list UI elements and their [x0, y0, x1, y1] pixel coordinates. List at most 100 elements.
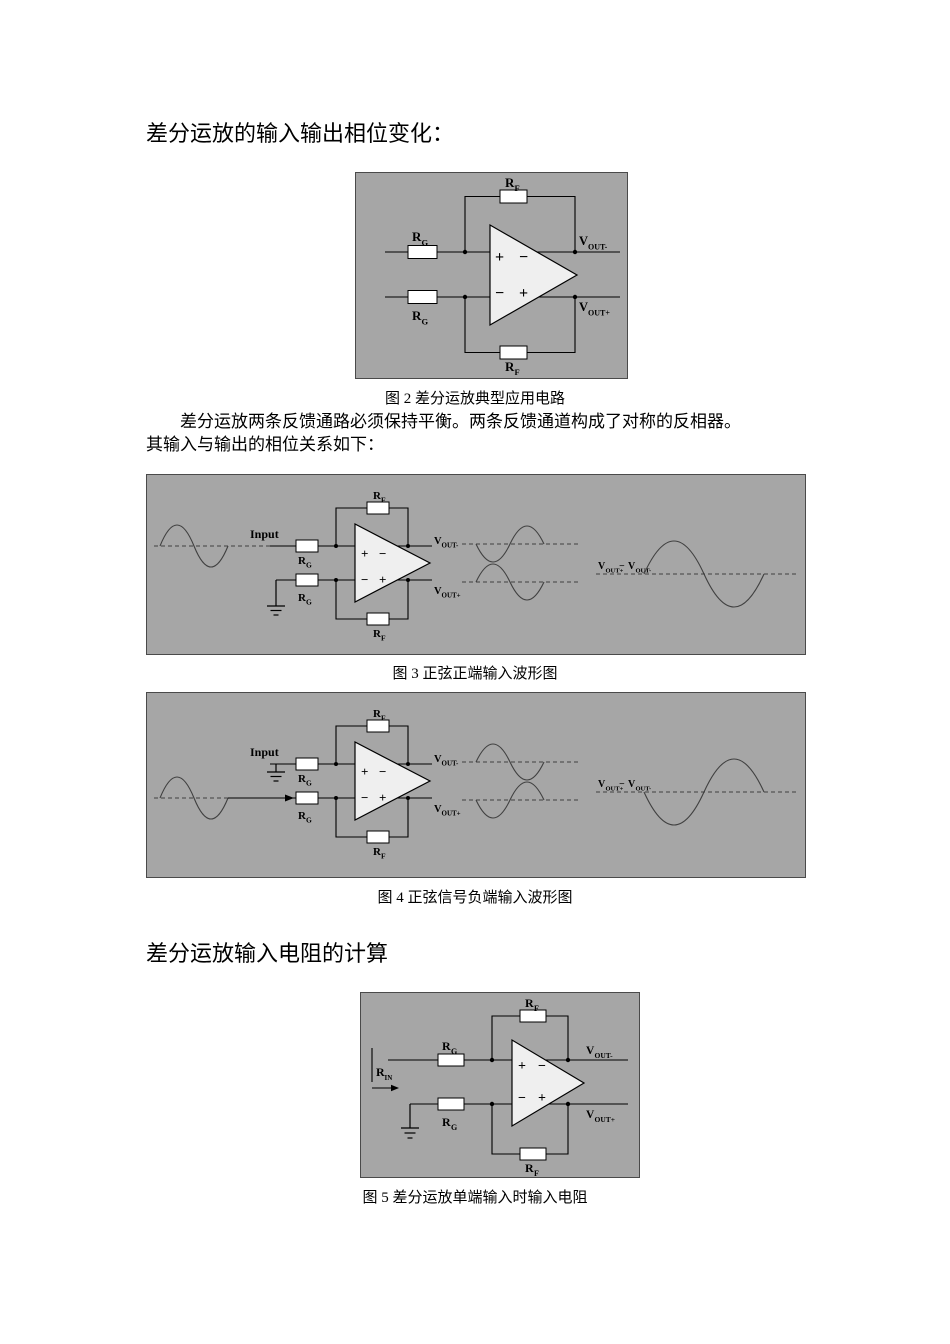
rg-top-label: R — [412, 229, 422, 244]
rin-marker: R IN — [371, 1048, 399, 1092]
vout-plus-waveform — [475, 563, 545, 601]
opamp-triangle — [511, 1038, 586, 1128]
vout-plus-subscript: OUT+ — [442, 592, 461, 600]
body-paragraph: 差分运放两条反馈通路必须保持平衡。两条反馈通道构成了对称的反相器。其输入与输出的… — [146, 412, 741, 454]
rg-bottom-label: R — [412, 308, 422, 323]
figure-2-circuit-diagram: R F R G R G R F V OUT- V OUT+ + − − + — [355, 172, 628, 379]
diff-output-waveform — [643, 758, 765, 826]
rg-bottom-subscript: G — [422, 317, 429, 327]
vout-minus-subscript: OUT- — [442, 542, 460, 550]
figure-5-panel: R IN — [360, 992, 640, 1178]
opamp-minus-top: − — [379, 546, 386, 561]
opamp-minus-bottom: − — [361, 572, 368, 587]
diff-v-plus-subscript: OUT+ — [606, 568, 624, 575]
opamp-plus-top: + — [495, 249, 504, 266]
vout-plus-label: V — [586, 1109, 595, 1121]
vout-plus-label: V — [434, 804, 442, 815]
opamp-triangle — [489, 223, 579, 327]
opamp-plus-top: + — [361, 546, 368, 561]
rg-bottom-subscript: G — [306, 816, 312, 825]
vout-minus-subscript: OUT- — [442, 760, 460, 768]
resistor-rg-bottom — [407, 290, 438, 304]
rg-top-subscript: G — [306, 779, 312, 788]
opamp-minus-top: − — [519, 249, 528, 266]
opamp-plus-bottom: + — [379, 790, 386, 805]
diff-v-minus-subscript: OUT- — [636, 568, 652, 575]
diff-minus-sign: − — [619, 779, 625, 790]
rf-top-label: R — [373, 490, 382, 502]
rg-bottom-label: R — [442, 1115, 451, 1129]
opamp-plus-top: + — [361, 764, 368, 779]
rf-bottom-label: R — [505, 359, 515, 374]
input-sine-wave — [159, 776, 229, 820]
figure-2-panel: R F R G R G R F V OUT- V OUT+ + − − + — [355, 172, 628, 379]
figure-5-circuit-diagram: R IN — [360, 992, 640, 1178]
vout-minus-subscript: OUT- — [588, 243, 608, 252]
resistor-rg-bottom — [437, 1097, 465, 1111]
resistor-rg-top — [295, 757, 319, 771]
junction-dot — [334, 544, 338, 548]
vout-plus-label: V — [579, 300, 588, 314]
vout-plus-subscript: OUT+ — [595, 1115, 616, 1124]
resistor-rg-bottom — [295, 791, 319, 805]
resistor-rf-top — [366, 719, 390, 733]
junction-dot — [334, 796, 338, 800]
opamp-plus-top: + — [518, 1059, 526, 1074]
rg-top-label: R — [298, 555, 307, 567]
junction-dot — [334, 762, 338, 766]
rf-bottom-label: R — [373, 846, 382, 858]
figure-4-waveform-diagram: Input — [146, 692, 806, 878]
ground-symbol-top — [267, 764, 285, 782]
rf-bottom-label: R — [525, 1161, 534, 1175]
rin-label: R — [376, 1065, 385, 1079]
junction-dot — [565, 1057, 571, 1063]
figure-2-caption: 图 2 差分运放典型应用电路 — [384, 391, 565, 407]
diff-v-plus-label: V — [598, 779, 606, 790]
junction-dot — [572, 294, 578, 300]
resistor-rf-bottom — [366, 830, 390, 844]
panel-background — [146, 474, 806, 655]
junction-dot — [406, 578, 410, 582]
rg-bottom-label: R — [298, 810, 307, 822]
rg-top-subscript: G — [306, 561, 312, 570]
vout-minus-waveform — [475, 525, 545, 563]
vout-minus-label: V — [579, 234, 588, 248]
junction-dot — [406, 796, 410, 800]
diff-v-minus-label: V — [628, 561, 636, 572]
vout-minus-subscript: OUT- — [595, 1051, 614, 1060]
opamp-plus-bottom: + — [538, 1091, 546, 1106]
opamp-minus-top: − — [379, 764, 386, 779]
diff-v-plus-label: V — [598, 561, 606, 572]
vout-minus-waveform — [475, 743, 545, 781]
junction-dot — [334, 578, 338, 582]
ground-symbol — [267, 580, 285, 616]
figure-3-waveform-diagram: Input R — [146, 474, 806, 655]
resistor-rg-top — [407, 245, 438, 259]
opamp-triangle — [354, 523, 432, 603]
opamp-minus-top: − — [538, 1059, 546, 1074]
vout-plus-subscript: OUT+ — [588, 309, 610, 318]
rg-top-label: R — [442, 1039, 451, 1053]
ground-symbol — [401, 1104, 419, 1139]
input-arrow-head — [285, 794, 294, 802]
rf-top-label: R — [505, 175, 515, 190]
junction-dot — [462, 294, 468, 300]
resistor-rf-bottom — [519, 1147, 547, 1161]
figure-5-caption: 图 5 差分运放单端输入时输入电阻 — [362, 1190, 588, 1206]
resistor-rf-top — [366, 501, 390, 515]
rf-bottom-subscript: F — [515, 367, 520, 377]
diff-v-plus-subscript: OUT+ — [606, 786, 624, 793]
junction-dot — [565, 1101, 571, 1107]
rf-bottom-subscript: F — [534, 1169, 539, 1178]
opamp-triangle — [354, 741, 432, 821]
vout-minus-label: V — [434, 536, 442, 547]
rf-top-subscript: F — [381, 496, 386, 505]
resistor-rf-top — [519, 1009, 547, 1023]
opamp-plus-bottom: + — [379, 572, 386, 587]
rf-top-label: R — [525, 996, 534, 1010]
junction-dot — [406, 544, 410, 548]
junction-dot — [462, 249, 468, 255]
rg-bottom-subscript: G — [451, 1123, 457, 1132]
rin-arrow-head — [391, 1084, 399, 1092]
